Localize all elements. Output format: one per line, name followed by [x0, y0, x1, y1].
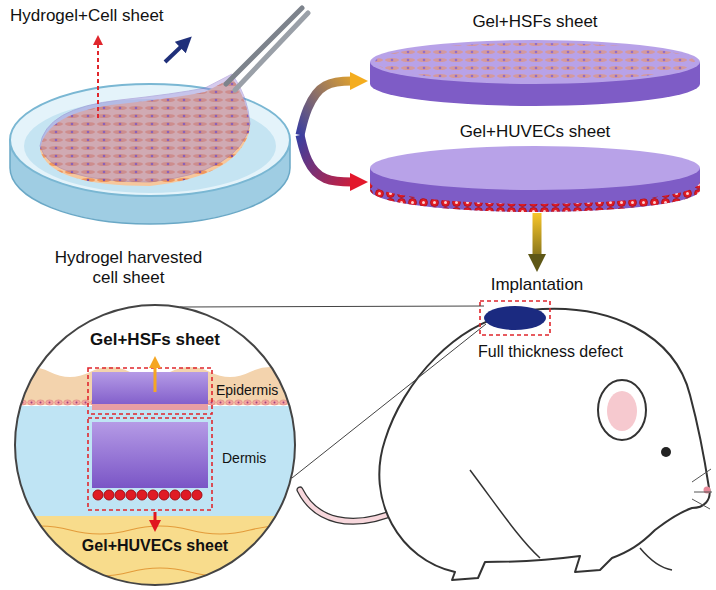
pointer-arrow	[97, 40, 99, 118]
defect-frame	[480, 301, 550, 335]
cell	[115, 490, 125, 500]
mouse-ear-inner	[607, 391, 637, 431]
disc-top	[370, 146, 700, 190]
petri-dish-node: Hydrogel harvested cell sheet	[8, 52, 300, 297]
huvec-gel-block	[92, 422, 208, 488]
cell	[159, 490, 169, 500]
subcutis-layer	[10, 516, 310, 590]
node-label: Gel+HUVECs sheet	[368, 122, 702, 142]
whisker	[694, 492, 712, 493]
transfer-arrow	[300, 135, 358, 182]
cell	[181, 490, 191, 500]
peel-arrow	[165, 42, 186, 62]
mouse-eye	[661, 447, 671, 457]
zoom-line	[180, 306, 484, 307]
cell	[137, 490, 147, 500]
pointer-arrow	[154, 362, 157, 392]
implant-arrow	[533, 213, 542, 262]
cell	[93, 490, 103, 500]
huvec-sheet-node: Gel+HUVECs sheet	[368, 118, 706, 213]
transfer-arrow	[300, 81, 358, 135]
tweezer-arm	[226, 8, 302, 84]
annotation-label: Gel+HUVECs sheet	[82, 536, 228, 555]
fibroblast-cells	[375, 43, 695, 81]
tweezers	[226, 8, 308, 90]
cell	[170, 490, 180, 500]
petri-dish	[10, 74, 290, 224]
tissue-line	[10, 568, 310, 576]
inset-outline	[15, 305, 295, 585]
graft-frame	[88, 418, 212, 510]
mouse-ear	[598, 380, 646, 440]
skin-inset	[10, 300, 330, 590]
endothelial-row	[93, 490, 202, 500]
annotation-label: Hydrogel+Cell sheet	[10, 6, 164, 26]
hydrogel-layer	[40, 74, 250, 182]
node-label: Hydrogel harvested cell sheet	[46, 248, 211, 289]
node-label: Gel+HSFs sheet	[368, 12, 702, 32]
zoom-line	[292, 324, 486, 478]
annotation-label: Gel+HSFs sheet	[90, 330, 220, 350]
dermis-layer	[10, 406, 310, 516]
node-label: Full thickness defect	[478, 342, 623, 361]
mouse-node: Full thickness defect	[350, 272, 714, 588]
hsf-gel-block	[92, 372, 208, 410]
hsf-sheet-disc	[370, 40, 700, 106]
cell	[126, 490, 136, 500]
mouse-body	[379, 309, 709, 580]
wound-defect	[484, 306, 546, 330]
disc-top	[370, 40, 700, 84]
cell	[192, 490, 202, 500]
edge-label: Implantation	[491, 275, 584, 295]
annotation-label: Epidermis	[216, 382, 278, 399]
graft-frame	[88, 368, 212, 414]
whisker	[692, 499, 710, 509]
huvec-sheet-disc	[370, 146, 700, 212]
mouse	[300, 301, 712, 580]
whisker	[692, 469, 711, 482]
cell	[104, 490, 114, 500]
tweezer-arm	[235, 13, 308, 90]
hsf-sheet-node: Gel+HSFs sheet	[368, 8, 706, 108]
mouse-leg	[640, 548, 672, 570]
annotation-label: Dermis	[222, 450, 266, 467]
cell	[148, 490, 158, 500]
inset-ground	[10, 300, 310, 590]
pointer-arrow	[154, 512, 157, 526]
fibroblast-row	[92, 404, 208, 410]
mouse-thigh	[470, 470, 540, 558]
